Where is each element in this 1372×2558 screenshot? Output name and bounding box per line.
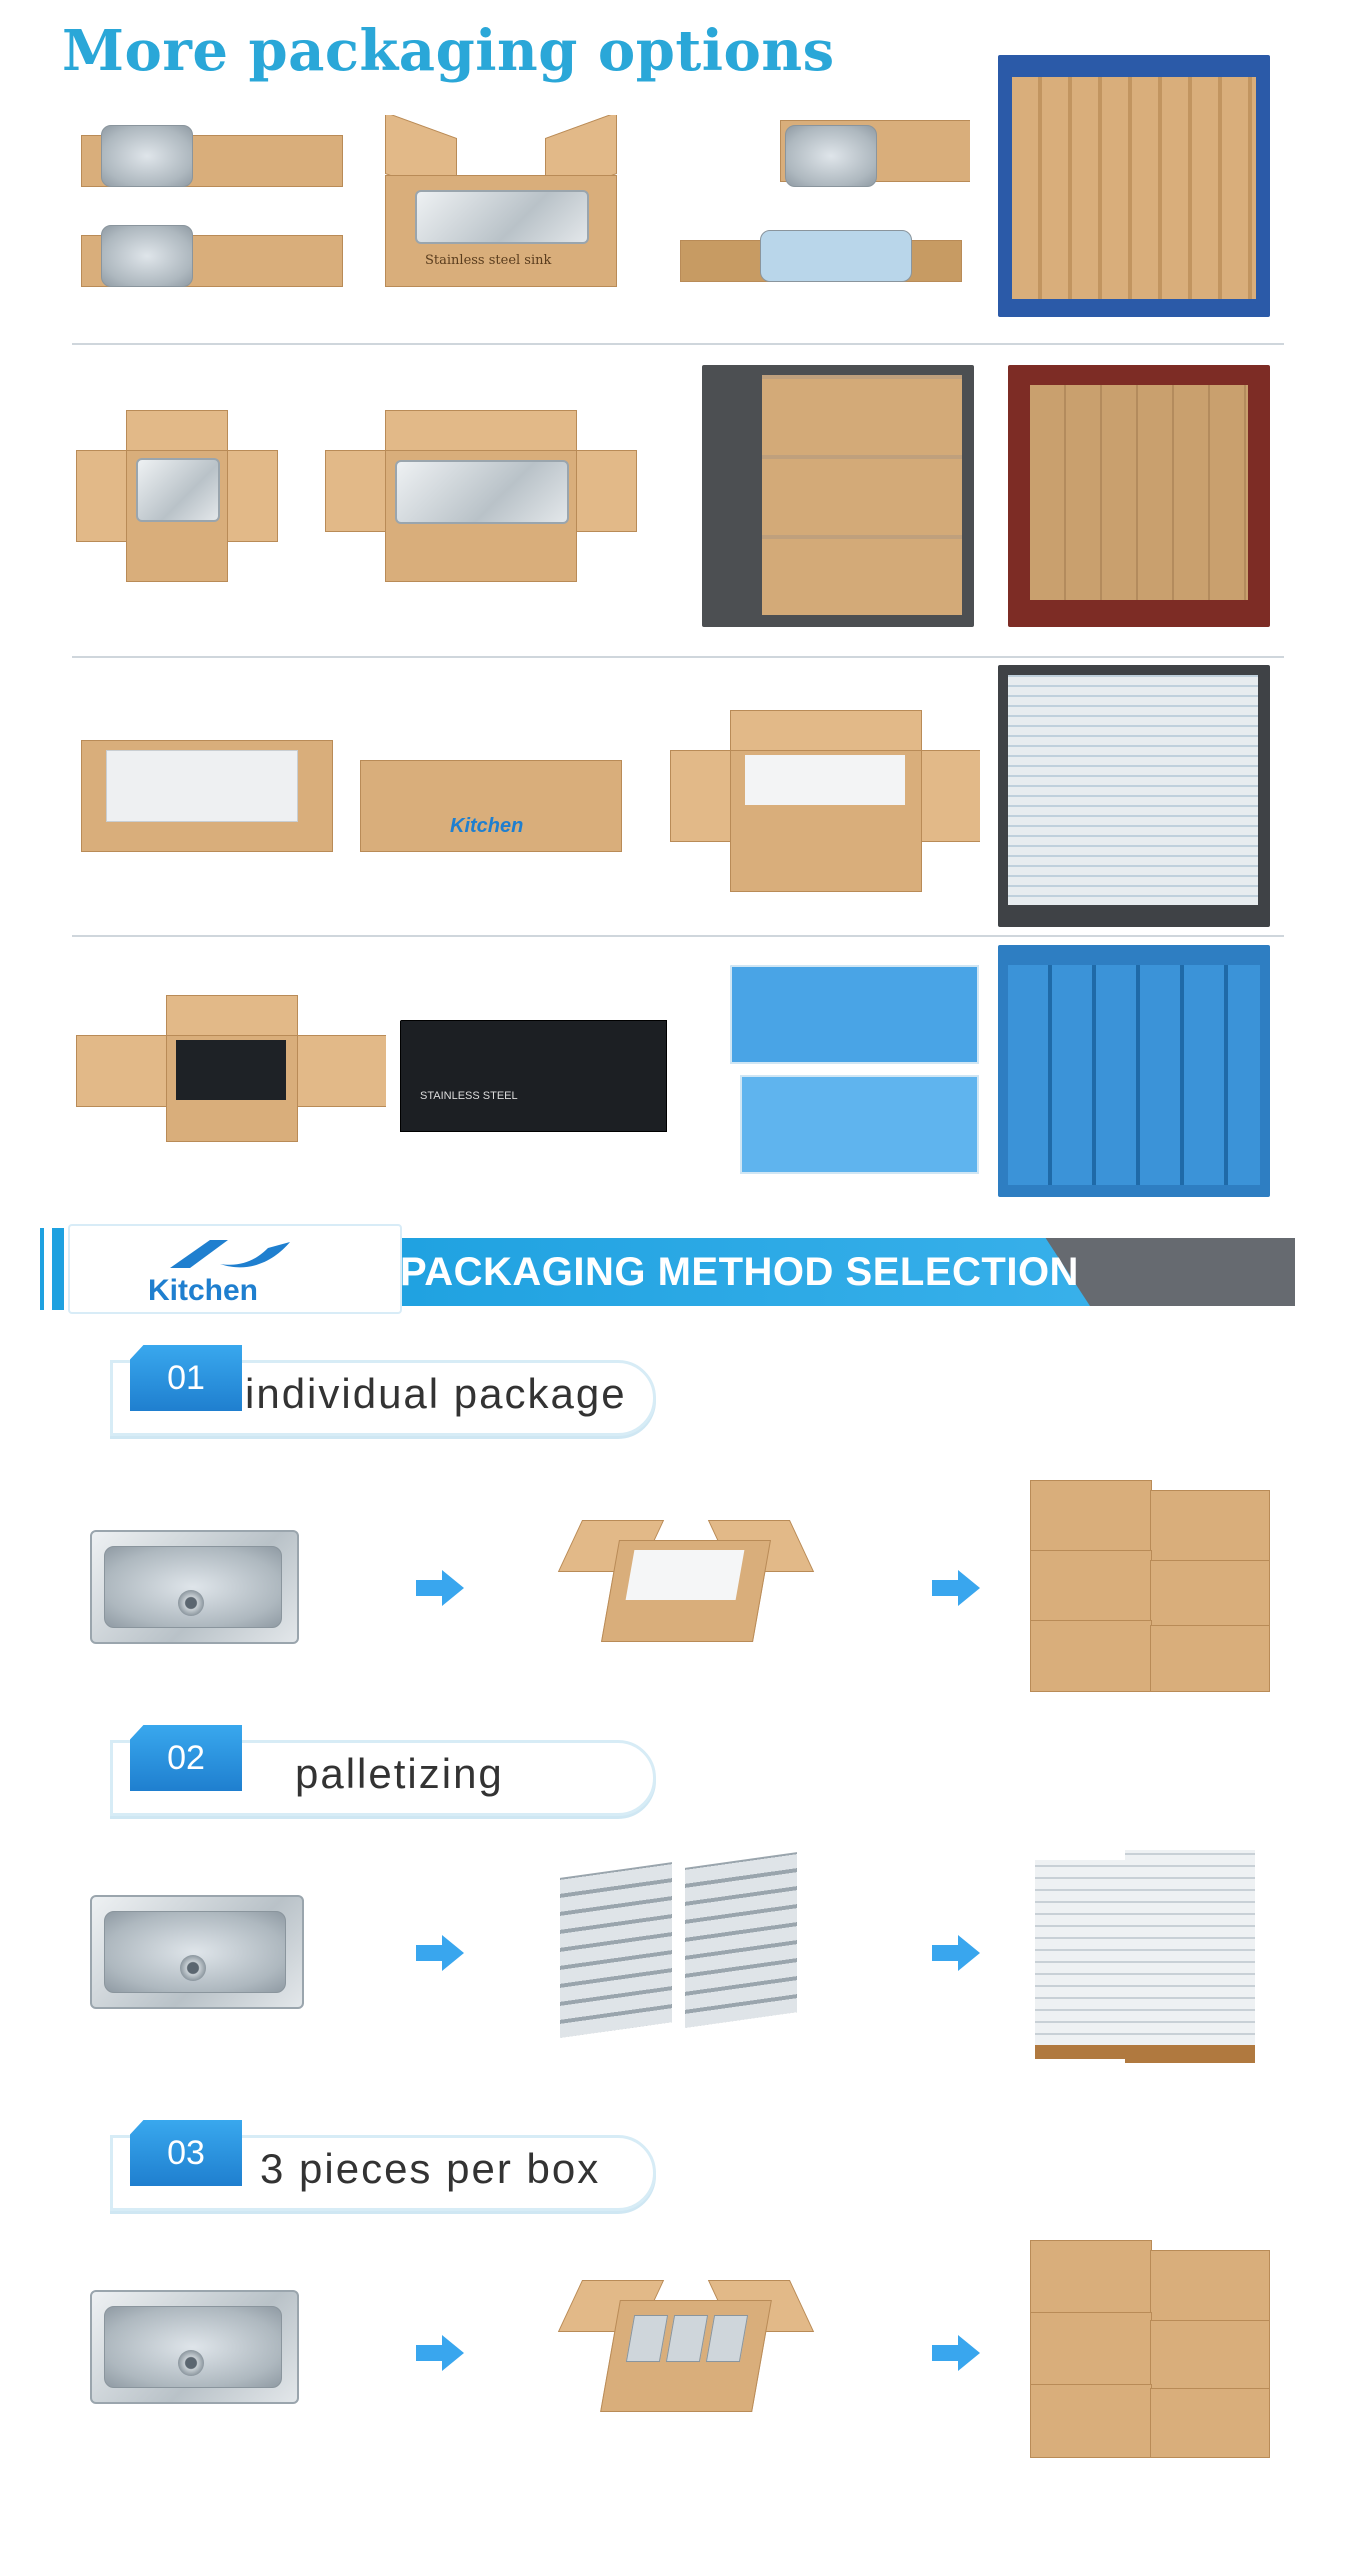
method-label-text: palletizing: [295, 1750, 504, 1797]
blue-film-pallet-photo: [998, 945, 1270, 1197]
kitchen-logo-icon: [170, 1240, 290, 1268]
method-flow-01: [80, 1470, 1300, 1700]
brand-logo-card: Kitchen: [68, 1224, 402, 1314]
arrow-right-icon: [416, 1935, 464, 1971]
row-divider-3: [72, 935, 1284, 937]
container-boxes-photo: [1008, 365, 1270, 627]
method-number-badge: 01: [130, 1345, 242, 1411]
brand-name: Kitchen: [148, 1274, 259, 1307]
arrow-right-icon: [416, 2335, 464, 2371]
method-label-02: 02 palletizing: [100, 1725, 660, 1816]
retail-box-text: STAINLESS STEEL: [420, 1090, 518, 1102]
method-number-badge: 03: [130, 2120, 242, 2186]
method-number-badge: 02: [130, 1725, 242, 1791]
sink-product-image: [90, 1530, 300, 1645]
open-foam-box-photo: [670, 710, 980, 910]
method-label-text: 3 pieces per box: [260, 2145, 601, 2192]
arrow-right-icon: [932, 1935, 980, 1971]
row-divider-2: [72, 656, 1284, 658]
box-stack-image: [1030, 2230, 1270, 2465]
method-label-text: individual package: [245, 1370, 627, 1417]
box-print-text: Stainless steel sink: [425, 253, 552, 268]
section-banner: Kitchen PACKAGING METHOD SELECTION: [40, 1218, 1295, 1320]
open-box-small-photo: [76, 410, 306, 590]
wrapped-pallet-boxes-photo: [702, 365, 974, 627]
row-divider-1: [72, 343, 1284, 345]
method-flow-03: [80, 2230, 1300, 2470]
strapped-sinks-photo: [670, 115, 970, 315]
box-stack-image: [1030, 1470, 1270, 1695]
photo-row-2: [70, 360, 1310, 640]
foam-box-photo: [76, 730, 336, 860]
box-brand-text: Kitchen: [450, 815, 524, 837]
photo-row-4: STAINLESS STEEL: [70, 945, 1310, 1205]
open-box-black-sink-photo: [76, 995, 386, 1145]
method-flow-02: [80, 1850, 1300, 2080]
sink-product-image: [90, 2290, 300, 2405]
open-box-product-image: [550, 1500, 820, 1650]
open-box-large-photo: [315, 410, 645, 590]
black-retail-box-photo: STAINLESS STEEL: [400, 1020, 670, 1135]
banner-title: PACKAGING METHOD SELECTION: [400, 1250, 1079, 1294]
method-label-01: 01 individual package: [100, 1345, 660, 1436]
stacked-wrapped-sinks-photo: [998, 665, 1270, 927]
open-box-photo: Stainless steel sink: [355, 115, 635, 315]
stacked-sinks-image: [560, 1852, 810, 2040]
photo-row-1: Stainless steel sink: [70, 55, 1310, 325]
blue-film-sinks-photo: [730, 965, 980, 1185]
sink-product-image: [90, 1895, 305, 2010]
page-title: More packaging options: [62, 18, 835, 84]
method-label-03: 03 3 pieces per box: [100, 2120, 660, 2211]
photo-row-3: Kitchen: [70, 665, 1310, 940]
wrapped-pallets-image: [1035, 1850, 1265, 2070]
three-pack-box-image: [550, 2260, 820, 2420]
arrow-right-icon: [932, 1570, 980, 1606]
flat-boxed-sinks-photo: [76, 115, 346, 305]
arrow-right-icon: [416, 1570, 464, 1606]
container-loaded-photo: [998, 55, 1270, 317]
arrow-right-icon: [932, 2335, 980, 2371]
kitchen-box-photo: Kitchen: [360, 750, 630, 860]
